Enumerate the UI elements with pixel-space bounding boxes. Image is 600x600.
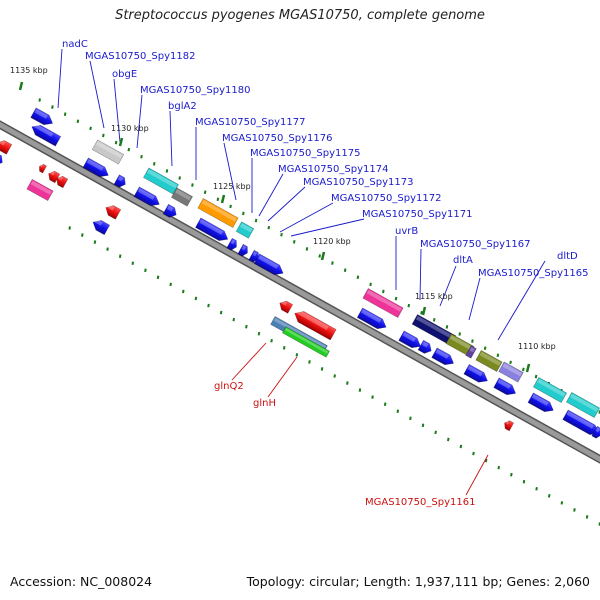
feature-cyan-c — [532, 376, 568, 404]
gene-forward-13 — [417, 339, 432, 354]
gene-label-glnQ2: glnQ2 — [214, 381, 244, 392]
tick-dots — [38, 98, 600, 526]
gene-label-spy1175: MGAS10750_Spy1175 — [250, 148, 360, 159]
feature-orange — [197, 198, 239, 228]
gene-forward-11 — [356, 307, 387, 330]
accession-text: Accession: NC_008024 — [10, 574, 153, 589]
feature-cyan-b — [235, 221, 255, 239]
tick-label-1115: 1115 kbp — [415, 292, 453, 301]
leader-line-19 — [465, 454, 489, 496]
gene-forward-left — [0, 152, 3, 166]
gene-label-spy1171: MGAS10750_Spy1171 — [362, 209, 472, 220]
gene-label-spy1172: MGAS10750_Spy1172 — [331, 193, 441, 204]
gene-label-spy1177: MGAS10750_Spy1177 — [195, 117, 305, 128]
gene-forward-5 — [195, 217, 229, 241]
gene-forward-9 — [253, 253, 284, 276]
leader-line-2 — [113, 78, 121, 143]
gene-reverse-left-b — [56, 175, 69, 189]
leader-line-4 — [169, 110, 173, 167]
gene-forward-top — [31, 123, 62, 147]
gene-forward-2 — [113, 174, 126, 188]
gene-reverse-left-a — [48, 170, 61, 184]
tick-label-1110: 1110 kbp — [518, 342, 556, 351]
gene-label-spy1173: MGAS10750_Spy1173 — [303, 177, 413, 188]
tick-dots-inner — [68, 226, 600, 526]
feature-pink-a — [26, 178, 54, 202]
gene-label-spy1167: MGAS10750_Spy1167 — [420, 239, 530, 250]
scale-ticks: 1135 kbp 1130 kbp 1125 kbp 1120 kbp 1115… — [10, 66, 556, 373]
leader-line-16 — [497, 260, 546, 341]
gene-forward-15 — [463, 363, 488, 383]
gene-label-dltD: dltD — [557, 251, 578, 262]
gene-forward-4 — [162, 203, 177, 218]
gene-forward-12 — [398, 330, 422, 349]
gene-forward-8 — [248, 249, 259, 263]
gene-forward-edge-right — [591, 425, 600, 439]
tick-label-1125: 1125 kbp — [213, 182, 251, 191]
genome-backbone — [0, 120, 600, 464]
gene-forward-1 — [82, 157, 109, 178]
genome-summary-text: Topology: circular; Length: 1,937,111 bp… — [246, 574, 590, 589]
feature-silver — [91, 139, 125, 165]
feature-olive-b — [475, 349, 503, 373]
feature-magenta — [362, 288, 404, 318]
feature-cyan-d — [565, 391, 600, 419]
label-leaders — [57, 48, 546, 496]
feature-green — [282, 326, 330, 358]
feature-purple-small — [465, 345, 477, 359]
leader-line-14 — [439, 265, 457, 307]
leader-line-8 — [258, 173, 284, 217]
feature-cyan-a — [143, 167, 179, 195]
gene-forward-14 — [431, 347, 455, 366]
gene-forward-6 — [226, 237, 237, 251]
gene-label-spy1174: MGAS10750_Spy1174 — [278, 164, 388, 175]
gene-forward-16 — [493, 377, 517, 396]
tick-dots-outer — [38, 98, 600, 414]
feature-gray — [171, 187, 193, 207]
leader-line-10 — [279, 202, 334, 233]
leader-line-13 — [419, 248, 422, 301]
gene-label-spy1180: MGAS10750_Spy1180 — [140, 85, 250, 96]
gene-reverse-left-c — [39, 163, 47, 174]
gene-label-bglA2: bglA2 — [168, 101, 197, 112]
gene-label-nadC: nadC — [62, 39, 88, 50]
leader-line-11 — [290, 218, 365, 237]
gene-label-spy1165: MGAS10750_Spy1165 — [478, 268, 588, 279]
leader-line-1 — [89, 60, 105, 129]
gene-label-glnH: glnH — [253, 398, 276, 409]
gene-forward-7 — [237, 243, 248, 257]
gene-label-spy1182: MGAS10750_Spy1182 — [85, 51, 195, 62]
gene-forward-17 — [527, 392, 554, 413]
tick-label-1120: 1120 kbp — [313, 237, 351, 246]
leader-line-9 — [267, 186, 306, 222]
leader-line-3 — [136, 94, 143, 149]
map-title: Streptococcus pyogenes MGAS10750, comple… — [115, 8, 485, 23]
feature-lavender — [498, 361, 524, 383]
gene-reverse-spy1161 — [504, 420, 515, 432]
gene-label-spy1161: MGAS10750_Spy1161 — [365, 497, 475, 508]
leader-line-15 — [468, 277, 481, 321]
tick-label-1130: 1130 kbp — [111, 124, 149, 133]
gene-label-obgE: obgE — [112, 69, 137, 80]
gene-features — [0, 107, 600, 439]
leader-line-0 — [57, 48, 63, 109]
gene-reverse-1 — [105, 204, 122, 220]
leader-line-18 — [267, 356, 298, 398]
gene-reverse-glnQ2 — [294, 309, 337, 341]
gene-forward-10 — [92, 218, 111, 236]
gene-labels: nadC MGAS10750_Spy1182 obgE MGAS10750_Sp… — [62, 39, 588, 508]
leader-line-6 — [223, 142, 237, 201]
gene-forward-3 — [133, 186, 160, 207]
gene-reverse-small — [279, 300, 294, 314]
tick-label-1135: 1135 kbp — [10, 66, 48, 75]
gene-forward-0 — [30, 107, 54, 126]
leader-line-17 — [231, 342, 267, 381]
gene-label-spy1176: MGAS10750_Spy1176 — [222, 133, 332, 144]
gene-label-uvrB: uvrB — [395, 226, 418, 237]
gene-reverse-edge — [0, 139, 13, 155]
gene-label-dltA: dltA — [453, 255, 473, 266]
